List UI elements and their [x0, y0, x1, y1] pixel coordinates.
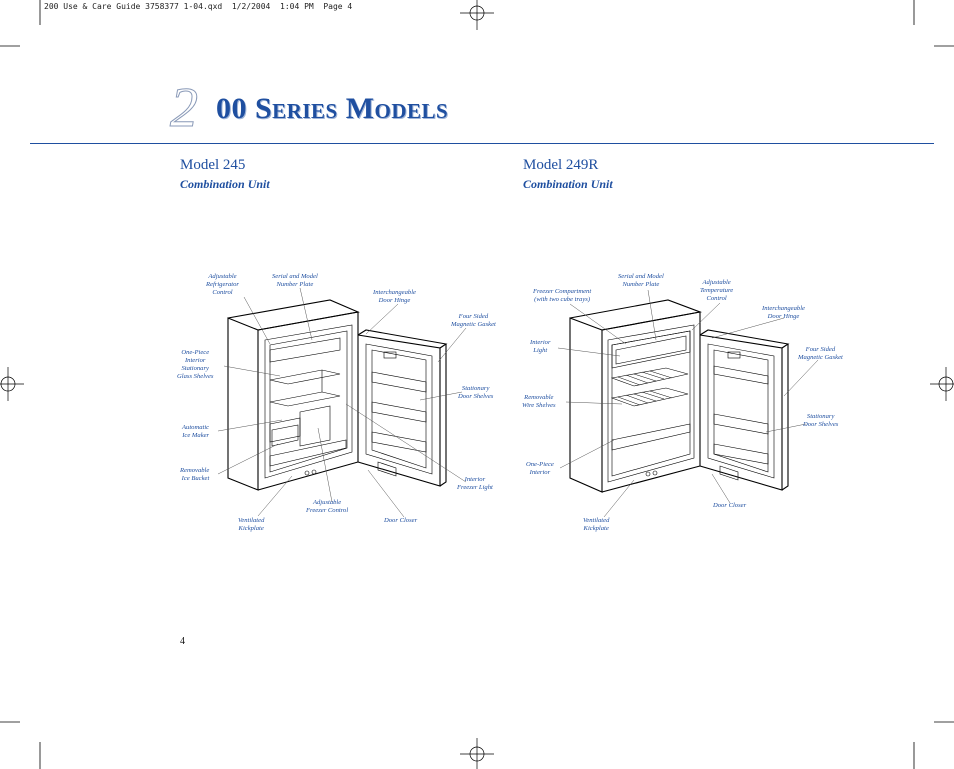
label-adjustable-refrigerator-control: Adjustable Refrigerator Control	[206, 273, 239, 296]
label-ice-maker: Automatic Ice Maker	[182, 424, 210, 439]
model-245-illustration	[227, 299, 448, 491]
label-door-shelves: Stationary Door Shelves	[458, 385, 494, 400]
label-249r-magnetic-gasket: Four Sided Magnetic Gasket	[798, 346, 843, 361]
label-magnetic-gasket: Four Sided Magnetic Gasket	[451, 313, 496, 328]
label-temperature-control: Adjustable Temperature Control	[700, 279, 734, 302]
label-freezer-light: Interior Freezer Light	[457, 476, 493, 491]
registration-mark-left	[0, 367, 24, 401]
label-249r-serial-plate: Serial and Model Number Plate	[618, 273, 664, 288]
model-245-subtitle: Combination Unit	[180, 177, 270, 191]
label-freezer-control: Adjustable Freezer Control	[306, 499, 349, 514]
registration-mark-bottom	[460, 738, 494, 769]
chapter-number: 2	[170, 77, 199, 139]
label-door-closer: Door Closer	[384, 517, 418, 524]
header-rule	[30, 143, 934, 144]
label-249r-kickplate: Ventilated Kickplate	[583, 517, 610, 532]
model-249r-subtitle: Combination Unit	[523, 177, 613, 191]
label-kickplate: Ventilated Kickplate	[238, 517, 265, 532]
label-249r-door-closer: Door Closer	[713, 502, 747, 509]
print-slug-line: 200 Use & Care Guide 3758377 1-04.qxd 1/…	[44, 2, 353, 11]
label-249r-door-shelves: Stationary Door Shelves	[803, 413, 839, 428]
page-number: 4	[180, 636, 185, 647]
label-ice-bucket: Removable Ice Bucket	[180, 467, 210, 482]
label-interior-light: Interior Light	[530, 339, 551, 354]
label-one-piece-interior: One-Piece Interior	[526, 461, 554, 476]
label-freezer-compartment: Freezer Compartment (with two cube trays…	[533, 288, 592, 303]
leader-lines	[217, 287, 819, 518]
label-glass-shelves: One-Piece Interior Stationary Glass Shel…	[177, 349, 214, 380]
label-wire-shelves: Removable Wire Shelves	[522, 394, 556, 409]
registration-mark-right	[930, 367, 954, 401]
model-245-heading: Model 245	[180, 157, 246, 173]
registration-mark-top	[460, 0, 494, 30]
model-249r-illustration	[569, 299, 790, 493]
label-door-hinge: Interchangeable Door Hinge	[373, 289, 416, 304]
label-249r-door-hinge: Interchangeable Door Hinge	[762, 305, 805, 320]
model-249r-heading: Model 249R	[523, 157, 599, 173]
label-serial-plate: Serial and Model Number Plate	[272, 273, 318, 288]
page-title: 00 Series Models	[216, 92, 449, 125]
